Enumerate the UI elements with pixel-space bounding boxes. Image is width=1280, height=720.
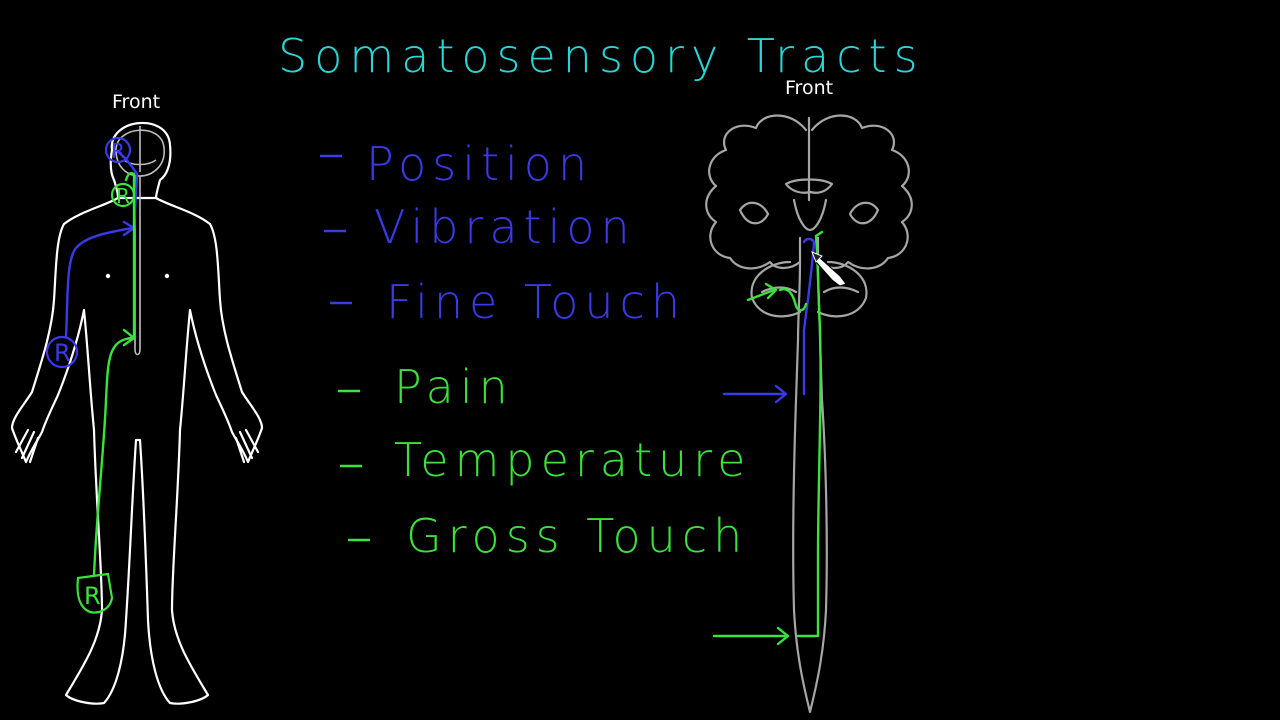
body-spinothalamic-pathway — [92, 172, 136, 578]
receptor-leg: R — [76, 572, 114, 614]
chest-dot-left — [105, 273, 111, 279]
list-item-fine-touch: Fine Touch — [330, 275, 686, 329]
list-item-label: Temperature — [394, 433, 751, 487]
chest-dot-right — [164, 273, 170, 279]
list-item-label: Vibration — [374, 200, 636, 254]
list-item-label: Position — [366, 137, 593, 191]
list-item-temperature: Temperature — [340, 433, 751, 487]
brain-dorsal-pathway — [722, 237, 816, 404]
receptor-label: R — [111, 139, 125, 163]
brain-coronal-outline — [705, 114, 913, 714]
list-item-label: Gross Touch — [406, 509, 748, 563]
pen-cursor-icon — [811, 251, 847, 287]
brain-front-label: Front — [785, 77, 833, 99]
list-item-label: Pain — [394, 360, 514, 414]
list-item-pain: Pain — [338, 360, 514, 414]
receptor-brain-upper: R — [104, 136, 132, 164]
receptor-brain-lower: R — [110, 182, 136, 208]
receptor-label: R — [84, 582, 101, 610]
diagram-title: Somatosensory Tracts — [278, 29, 925, 83]
receptor-label: R — [116, 184, 130, 208]
list-item-gross-touch: Gross Touch — [348, 509, 748, 563]
list-item-label: Fine Touch — [386, 275, 686, 329]
list-item-position: Position — [320, 137, 593, 191]
body-spinal-cord — [134, 176, 141, 356]
sensation-list: Position Vibration Fine Touch Pain Tempe… — [320, 137, 751, 563]
human-body-outline — [10, 122, 264, 705]
receptor-upper-arm: R — [45, 335, 79, 369]
receptor-label: R — [54, 339, 71, 367]
body-front-label: Front — [112, 91, 160, 113]
head-brain-outline — [115, 126, 165, 177]
list-item-vibration: Vibration — [324, 200, 636, 254]
